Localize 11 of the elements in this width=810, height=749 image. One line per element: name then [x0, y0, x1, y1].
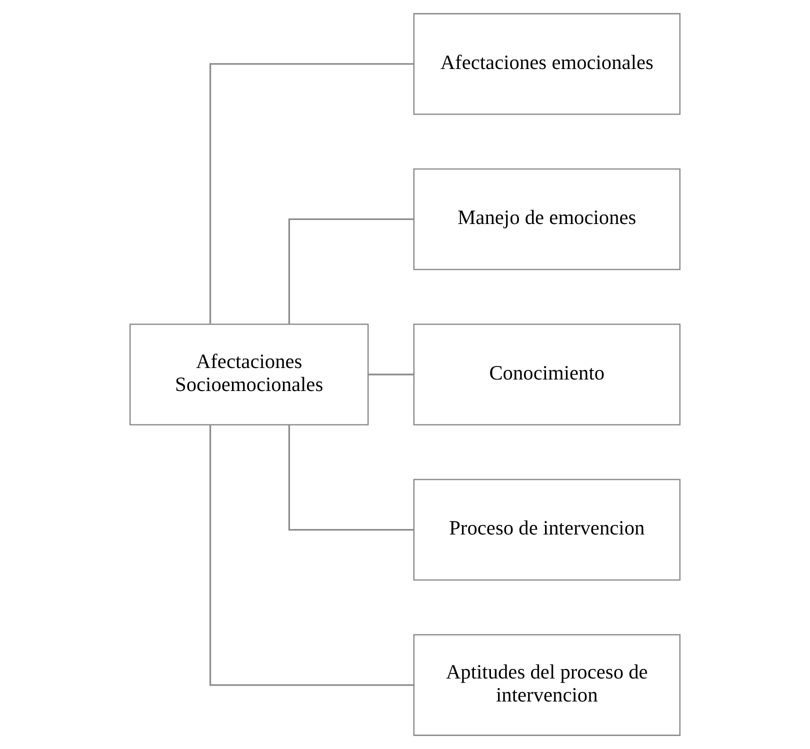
node-box: Afectaciones emocionales [413, 13, 681, 115]
node-box: Manejo de emociones [413, 168, 681, 270]
node-box: Proceso de intervencion [413, 478, 681, 581]
node-box: Aptitudes del proceso de intervencion [413, 634, 681, 736]
connector [288, 218, 414, 324]
connector [209, 63, 414, 324]
node-box: Conocimiento [413, 324, 681, 426]
connector [368, 374, 414, 376]
connector [209, 425, 414, 686]
connector [288, 424, 414, 531]
node-box: Afectaciones Socioemocionales [129, 324, 369, 426]
